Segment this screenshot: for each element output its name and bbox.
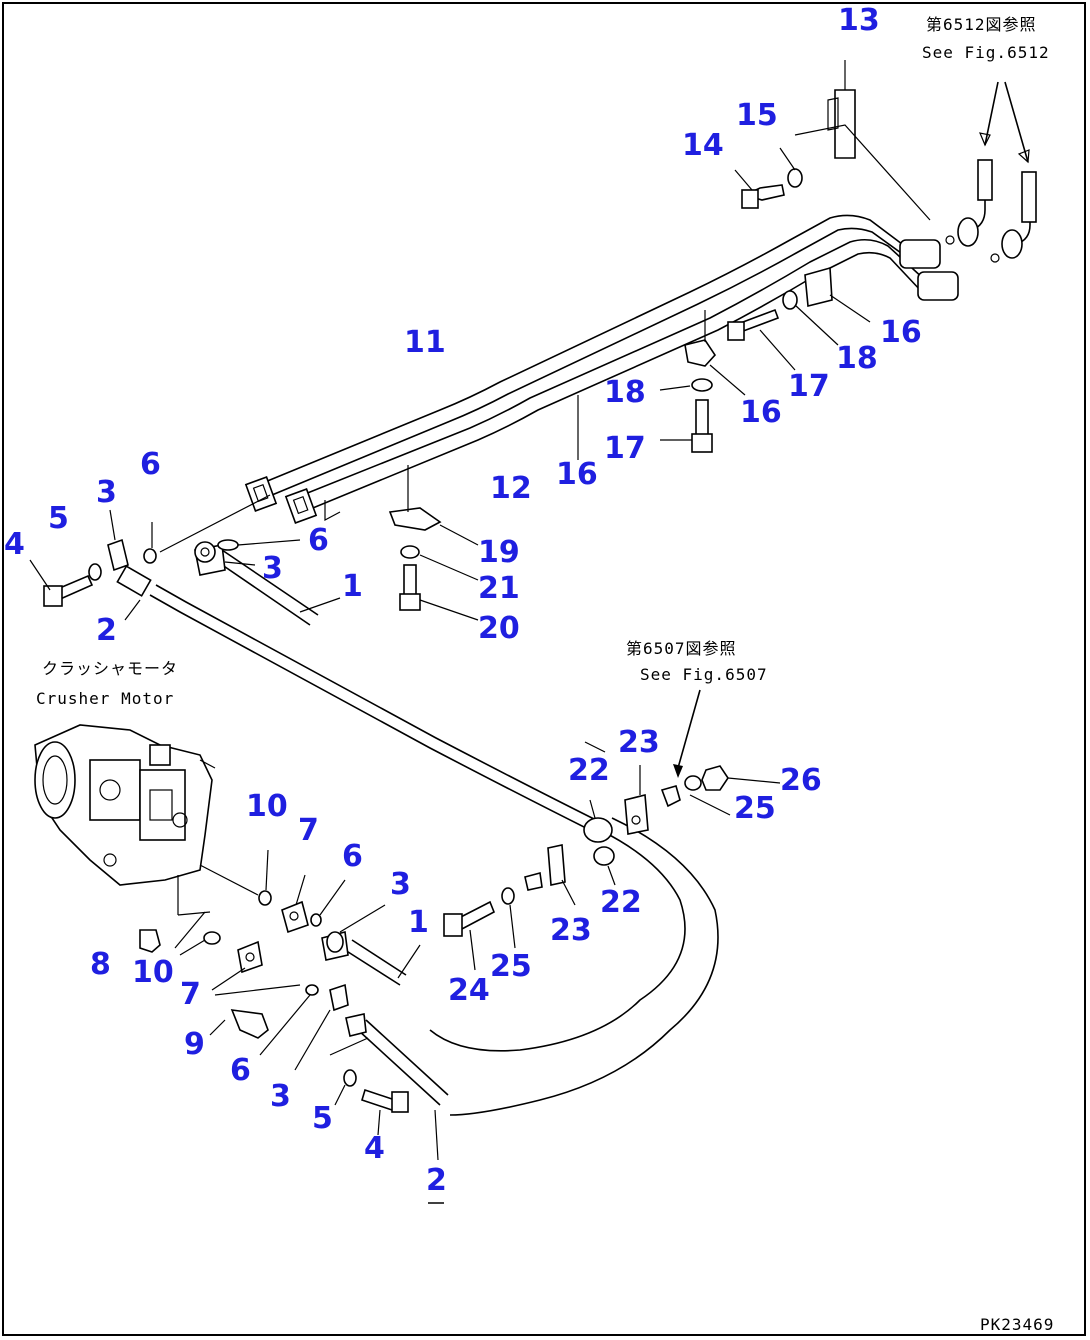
connector-fittings-6512 bbox=[945, 81, 1037, 263]
flange-3-lower bbox=[294, 983, 349, 1071]
bolt-20 bbox=[399, 564, 479, 621]
hose-end-fitting-right bbox=[899, 239, 959, 301]
callout-4b: 4 bbox=[364, 1131, 385, 1166]
callouts: 13 15 14 11 16 18 17 18 16 17 16 12 6 3 … bbox=[4, 3, 922, 1204]
callout-17b: 17 bbox=[604, 431, 646, 466]
bracket-13 bbox=[794, 60, 931, 221]
callout-10b: 10 bbox=[132, 955, 174, 990]
reference-arrow-6507 bbox=[673, 689, 701, 778]
sheet-code: PK23469 bbox=[980, 1315, 1054, 1334]
callout-7b: 7 bbox=[180, 977, 201, 1012]
clamp-22 bbox=[583, 741, 616, 886]
hose-end-fitting-left bbox=[244, 476, 318, 524]
clamp-19 bbox=[388, 465, 479, 546]
bolt-4-lower bbox=[361, 1088, 409, 1136]
callout-12: 12 bbox=[490, 471, 532, 506]
hose-12 bbox=[299, 238, 926, 521]
washer-5-lower bbox=[334, 1069, 357, 1106]
callout-5b: 5 bbox=[312, 1101, 333, 1136]
washer-5-upper bbox=[88, 563, 102, 581]
callout-4a: 4 bbox=[4, 527, 25, 562]
callout-26: 26 bbox=[780, 763, 822, 798]
callout-3a: 3 bbox=[96, 475, 117, 510]
callout-17a: 17 bbox=[788, 369, 830, 404]
bolt-17-upper bbox=[727, 308, 796, 371]
callout-2a: 2 bbox=[96, 613, 117, 648]
callout-11: 11 bbox=[404, 325, 446, 360]
clip-23 bbox=[524, 785, 681, 891]
callout-18a: 18 bbox=[836, 341, 878, 376]
bolt-4-upper bbox=[29, 559, 94, 607]
clamp-16-middle bbox=[684, 310, 746, 396]
washer-18-upper bbox=[782, 290, 839, 346]
hose-11 bbox=[264, 214, 911, 496]
callout-1b: 1 bbox=[408, 905, 429, 940]
callout-15: 15 bbox=[736, 98, 778, 133]
plate-23-upper bbox=[624, 765, 649, 835]
callout-9: 9 bbox=[184, 1027, 205, 1062]
callout-19: 19 bbox=[478, 535, 520, 570]
callout-22b: 22 bbox=[600, 885, 642, 920]
washer-21 bbox=[400, 545, 479, 581]
hose-2-long bbox=[116, 565, 719, 1116]
hose-1-lower bbox=[321, 904, 421, 986]
hose-2-lower bbox=[329, 1013, 449, 1161]
callout-1a: 1 bbox=[342, 569, 363, 604]
callout-23b: 23 bbox=[550, 913, 592, 948]
nut-26 bbox=[701, 765, 781, 791]
washer-25 bbox=[501, 775, 731, 949]
bolt-24 bbox=[443, 900, 496, 971]
bolt-14 bbox=[734, 169, 785, 209]
callout-25b: 25 bbox=[490, 949, 532, 984]
callout-20: 20 bbox=[478, 611, 520, 646]
callout-6b: 6 bbox=[308, 523, 329, 558]
callout-6a: 6 bbox=[140, 447, 161, 482]
callout-6d: 6 bbox=[230, 1053, 251, 1088]
plate-23-lower bbox=[547, 844, 576, 906]
split-flange-7 bbox=[211, 874, 309, 991]
callout-23a: 23 bbox=[618, 725, 660, 760]
ref-note-6507-jp: 第6507図参照 bbox=[626, 639, 737, 658]
callout-3d: 3 bbox=[270, 1079, 291, 1114]
callout-18b: 18 bbox=[604, 375, 646, 410]
callout-22a: 22 bbox=[568, 753, 610, 788]
crusher-motor bbox=[34, 724, 259, 916]
plug-10 bbox=[174, 849, 272, 956]
callout-3c: 3 bbox=[390, 867, 411, 902]
elbow-9 bbox=[209, 984, 301, 1039]
callout-8: 8 bbox=[90, 947, 111, 982]
callout-25a: 25 bbox=[734, 791, 776, 826]
callout-16a: 16 bbox=[880, 315, 922, 350]
callout-2b: 2 bbox=[426, 1163, 447, 1198]
motor-label-en: Crusher Motor bbox=[36, 689, 174, 708]
motor-label-jp: クラッシャモータ bbox=[42, 659, 178, 678]
ref-note-6512-en: See Fig.6512 bbox=[922, 43, 1050, 62]
callout-13: 13 bbox=[838, 3, 880, 38]
callout-5a: 5 bbox=[48, 501, 69, 536]
callout-6c: 6 bbox=[342, 839, 363, 874]
callout-16c: 16 bbox=[556, 457, 598, 492]
washer-18-middle bbox=[659, 378, 713, 392]
bolt-17-middle bbox=[660, 399, 713, 453]
callout-14: 14 bbox=[682, 128, 724, 163]
callout-7a: 7 bbox=[298, 813, 319, 848]
ref-note-6512-jp: 第6512図参照 bbox=[926, 15, 1037, 34]
o-ring-6-upper bbox=[143, 494, 301, 566]
flange-3-upper bbox=[107, 509, 129, 572]
washer-15 bbox=[779, 147, 803, 188]
callout-21: 21 bbox=[478, 571, 520, 606]
clamp-16-upper bbox=[804, 266, 871, 323]
ref-note-6507-en: See Fig.6507 bbox=[640, 665, 768, 684]
hose-1-upper bbox=[194, 541, 341, 626]
o-ring-6-lower bbox=[259, 879, 346, 1056]
callout-10a: 10 bbox=[246, 789, 288, 824]
callout-3b: 3 bbox=[262, 551, 283, 586]
plug-8 bbox=[139, 929, 161, 953]
callout-16b: 16 bbox=[740, 395, 782, 430]
callout-24: 24 bbox=[448, 973, 490, 1008]
